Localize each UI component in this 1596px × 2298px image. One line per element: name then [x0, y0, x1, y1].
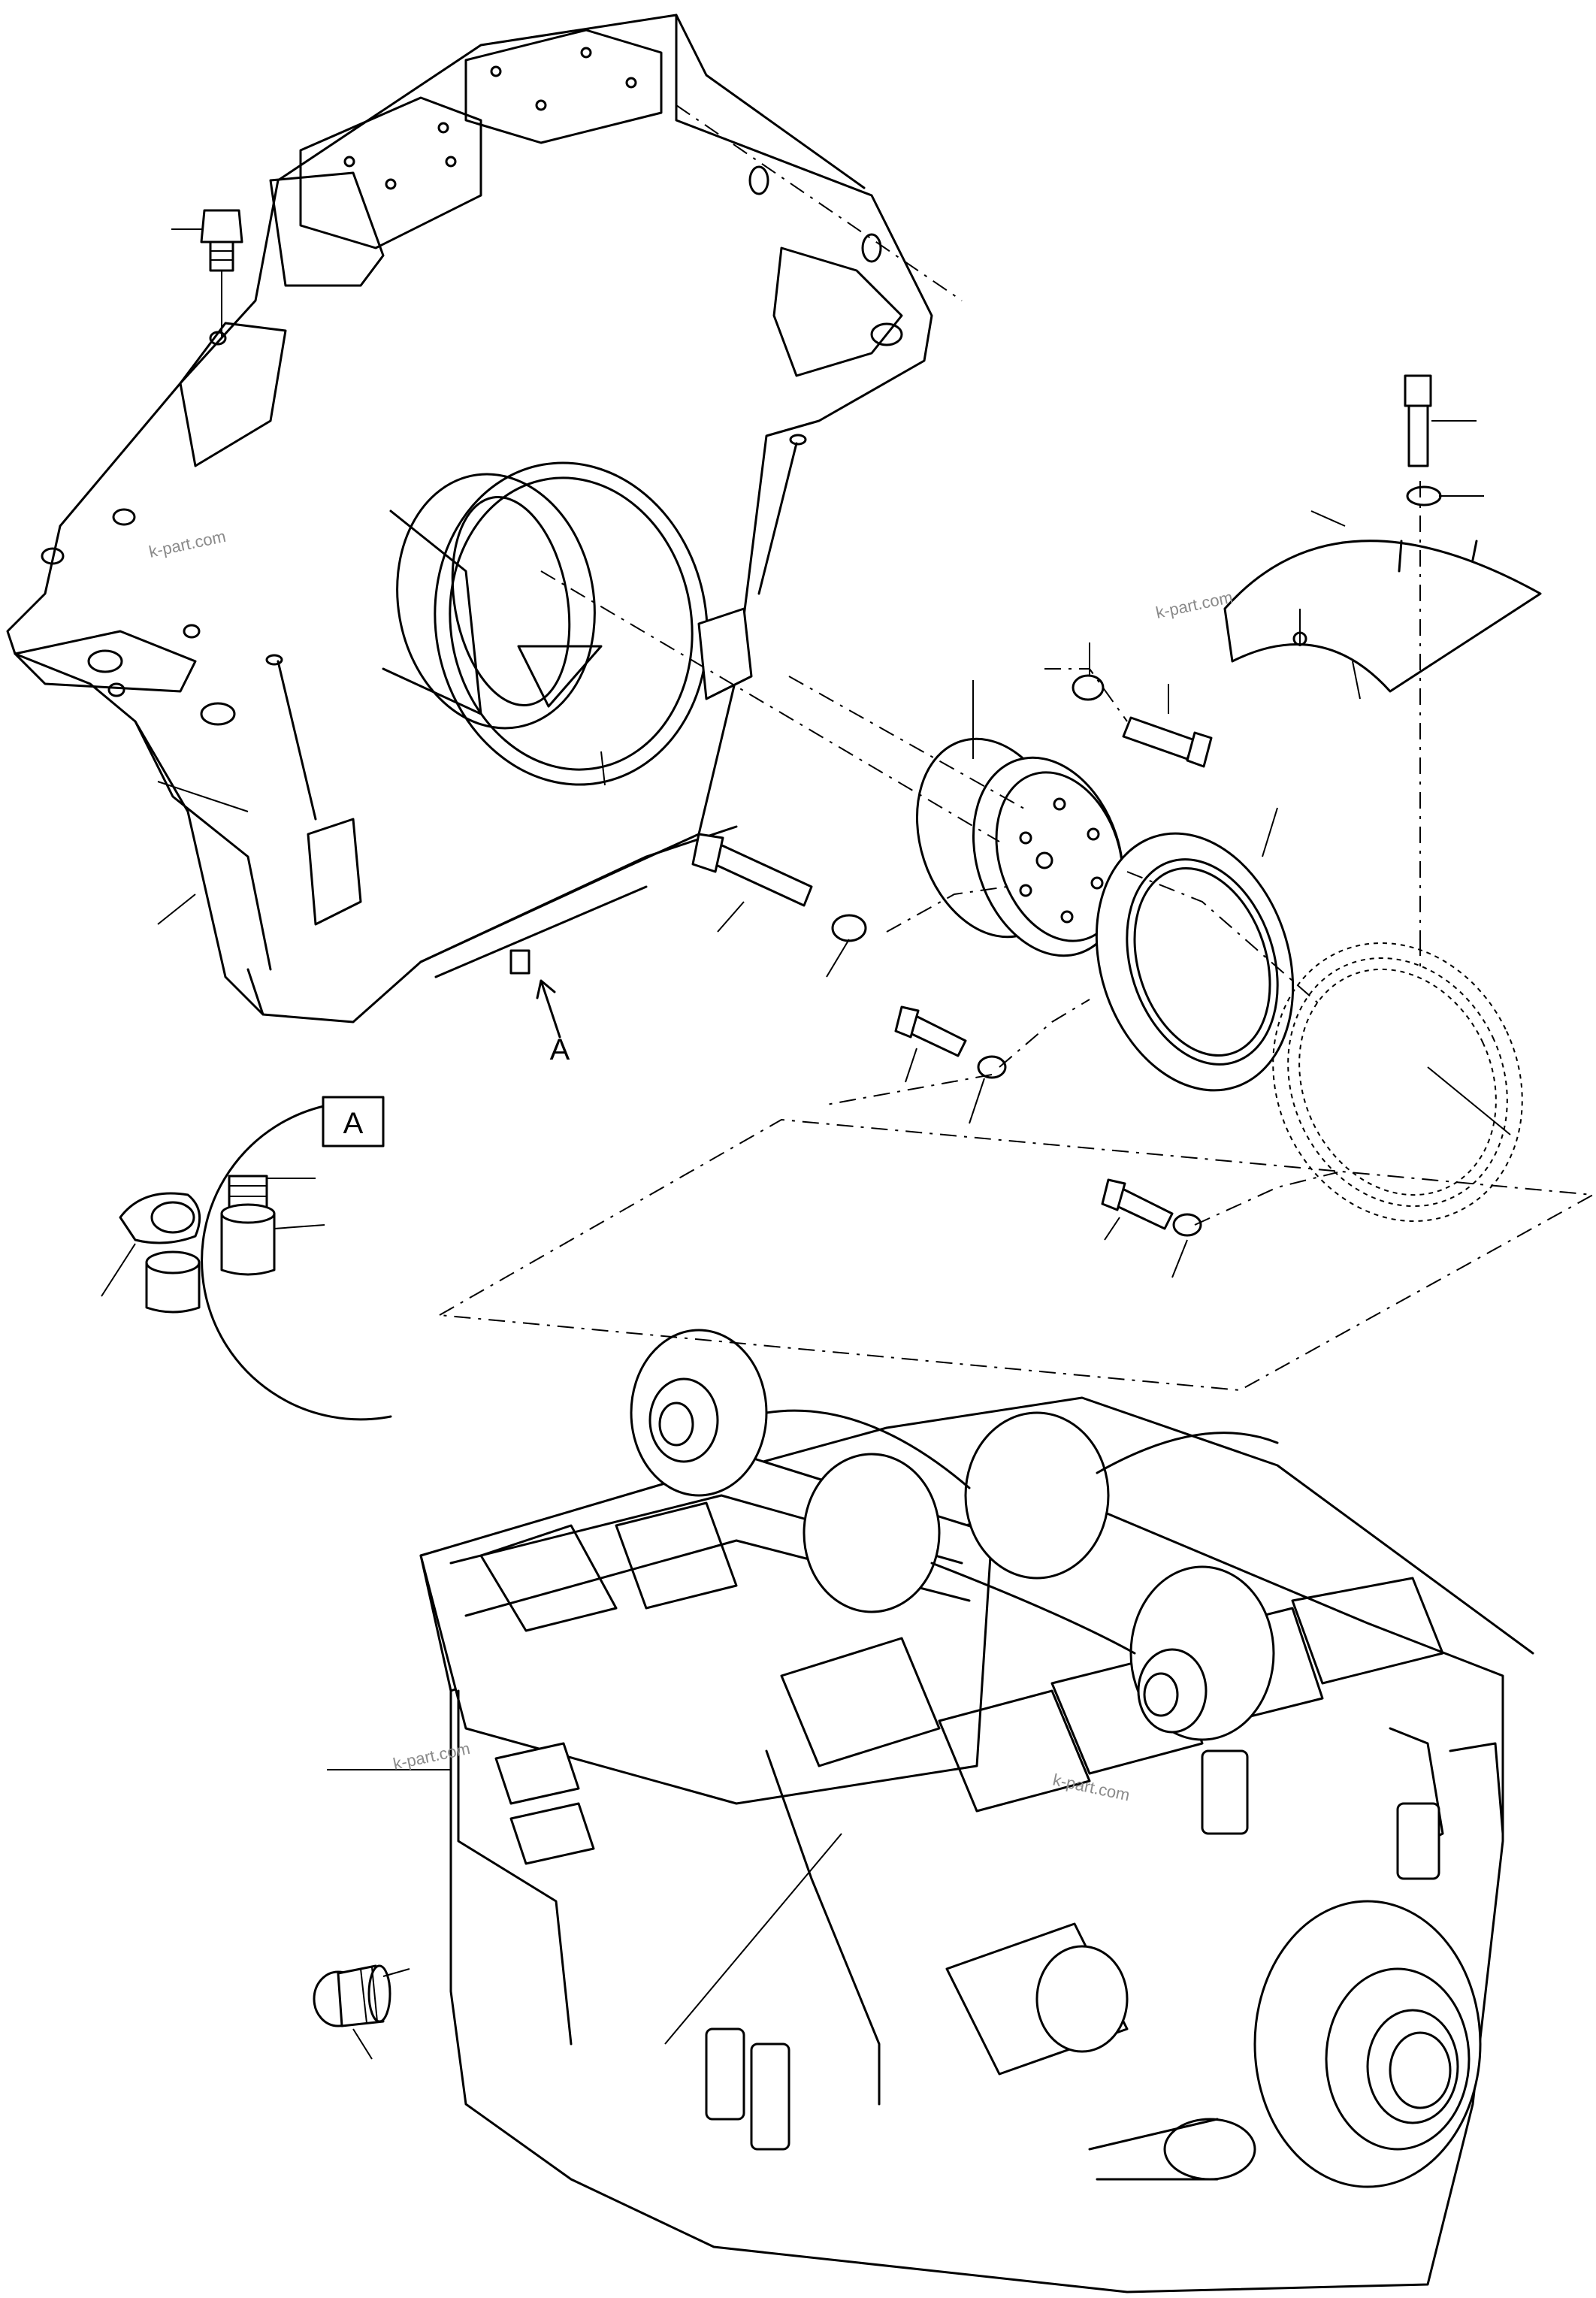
flywheel-housing: [6, 14, 933, 1039]
adapter-ring: [1095, 832, 1295, 1092]
cover-plate: [1223, 540, 1542, 693]
watermark-text: k-part.com: [1154, 588, 1235, 622]
view-a-callout-label: A: [550, 1033, 570, 1066]
detail-view-box: [322, 1096, 385, 1147]
detail-view-label: A: [343, 1107, 364, 1140]
engine-assembly: [419, 1329, 1534, 2293]
detail-view-a: A: [101, 1096, 392, 1421]
assembly-lines: [437, 104, 1596, 1392]
pipe-fitting: [313, 1964, 410, 2060]
ring-gear: [1272, 942, 1523, 1222]
breather-cap: [171, 209, 243, 338]
bolt-group: [691, 374, 1442, 1237]
leader-lines: [157, 420, 1511, 2045]
